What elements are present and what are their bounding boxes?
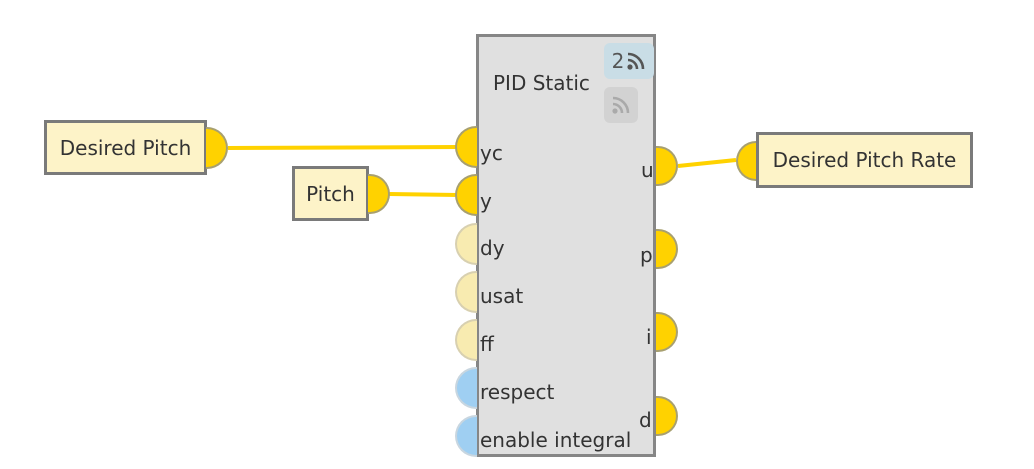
publish-toggle[interactable]: [604, 87, 638, 123]
output-label-i: i: [646, 325, 652, 349]
pitch-label: Pitch: [306, 181, 355, 206]
input-label-dy: dy: [480, 236, 505, 260]
input-label-usat: usat: [480, 284, 524, 308]
rss-feed-icon: [627, 52, 645, 70]
desired-pitch-node[interactable]: Desired Pitch: [44, 120, 207, 175]
wire-u-to-desired-pitch-rate[interactable]: [677, 158, 737, 168]
subscriber-badge[interactable]: 2: [604, 43, 654, 79]
input-label-yc: yc: [480, 141, 503, 165]
output-label-d: d: [639, 408, 652, 432]
wire-desired-pitch-to-yc[interactable]: [227, 145, 459, 150]
subscriber-count: 2: [611, 49, 625, 73]
input-label-y: y: [480, 189, 492, 213]
desired-pitch-rate-node[interactable]: Desired Pitch Rate: [756, 132, 973, 188]
pid-static-block[interactable]: PID Static 2 yc y dy usat ff respect ena…: [476, 34, 656, 457]
desired-pitch-rate-label: Desired Pitch Rate: [772, 148, 957, 172]
pid-block-title: PID Static: [493, 71, 590, 95]
wire-pitch-to-y[interactable]: [388, 192, 459, 197]
desired-pitch-label: Desired Pitch: [59, 135, 192, 160]
output-label-p: p: [640, 243, 653, 267]
input-label-enable-integral: enable integral: [480, 428, 632, 452]
pitch-node[interactable]: Pitch: [292, 166, 369, 221]
input-label-respect: respect: [480, 380, 555, 404]
rss-feed-icon: [612, 96, 630, 114]
input-label-ff: ff: [480, 332, 494, 356]
output-label-u: u: [641, 158, 654, 182]
